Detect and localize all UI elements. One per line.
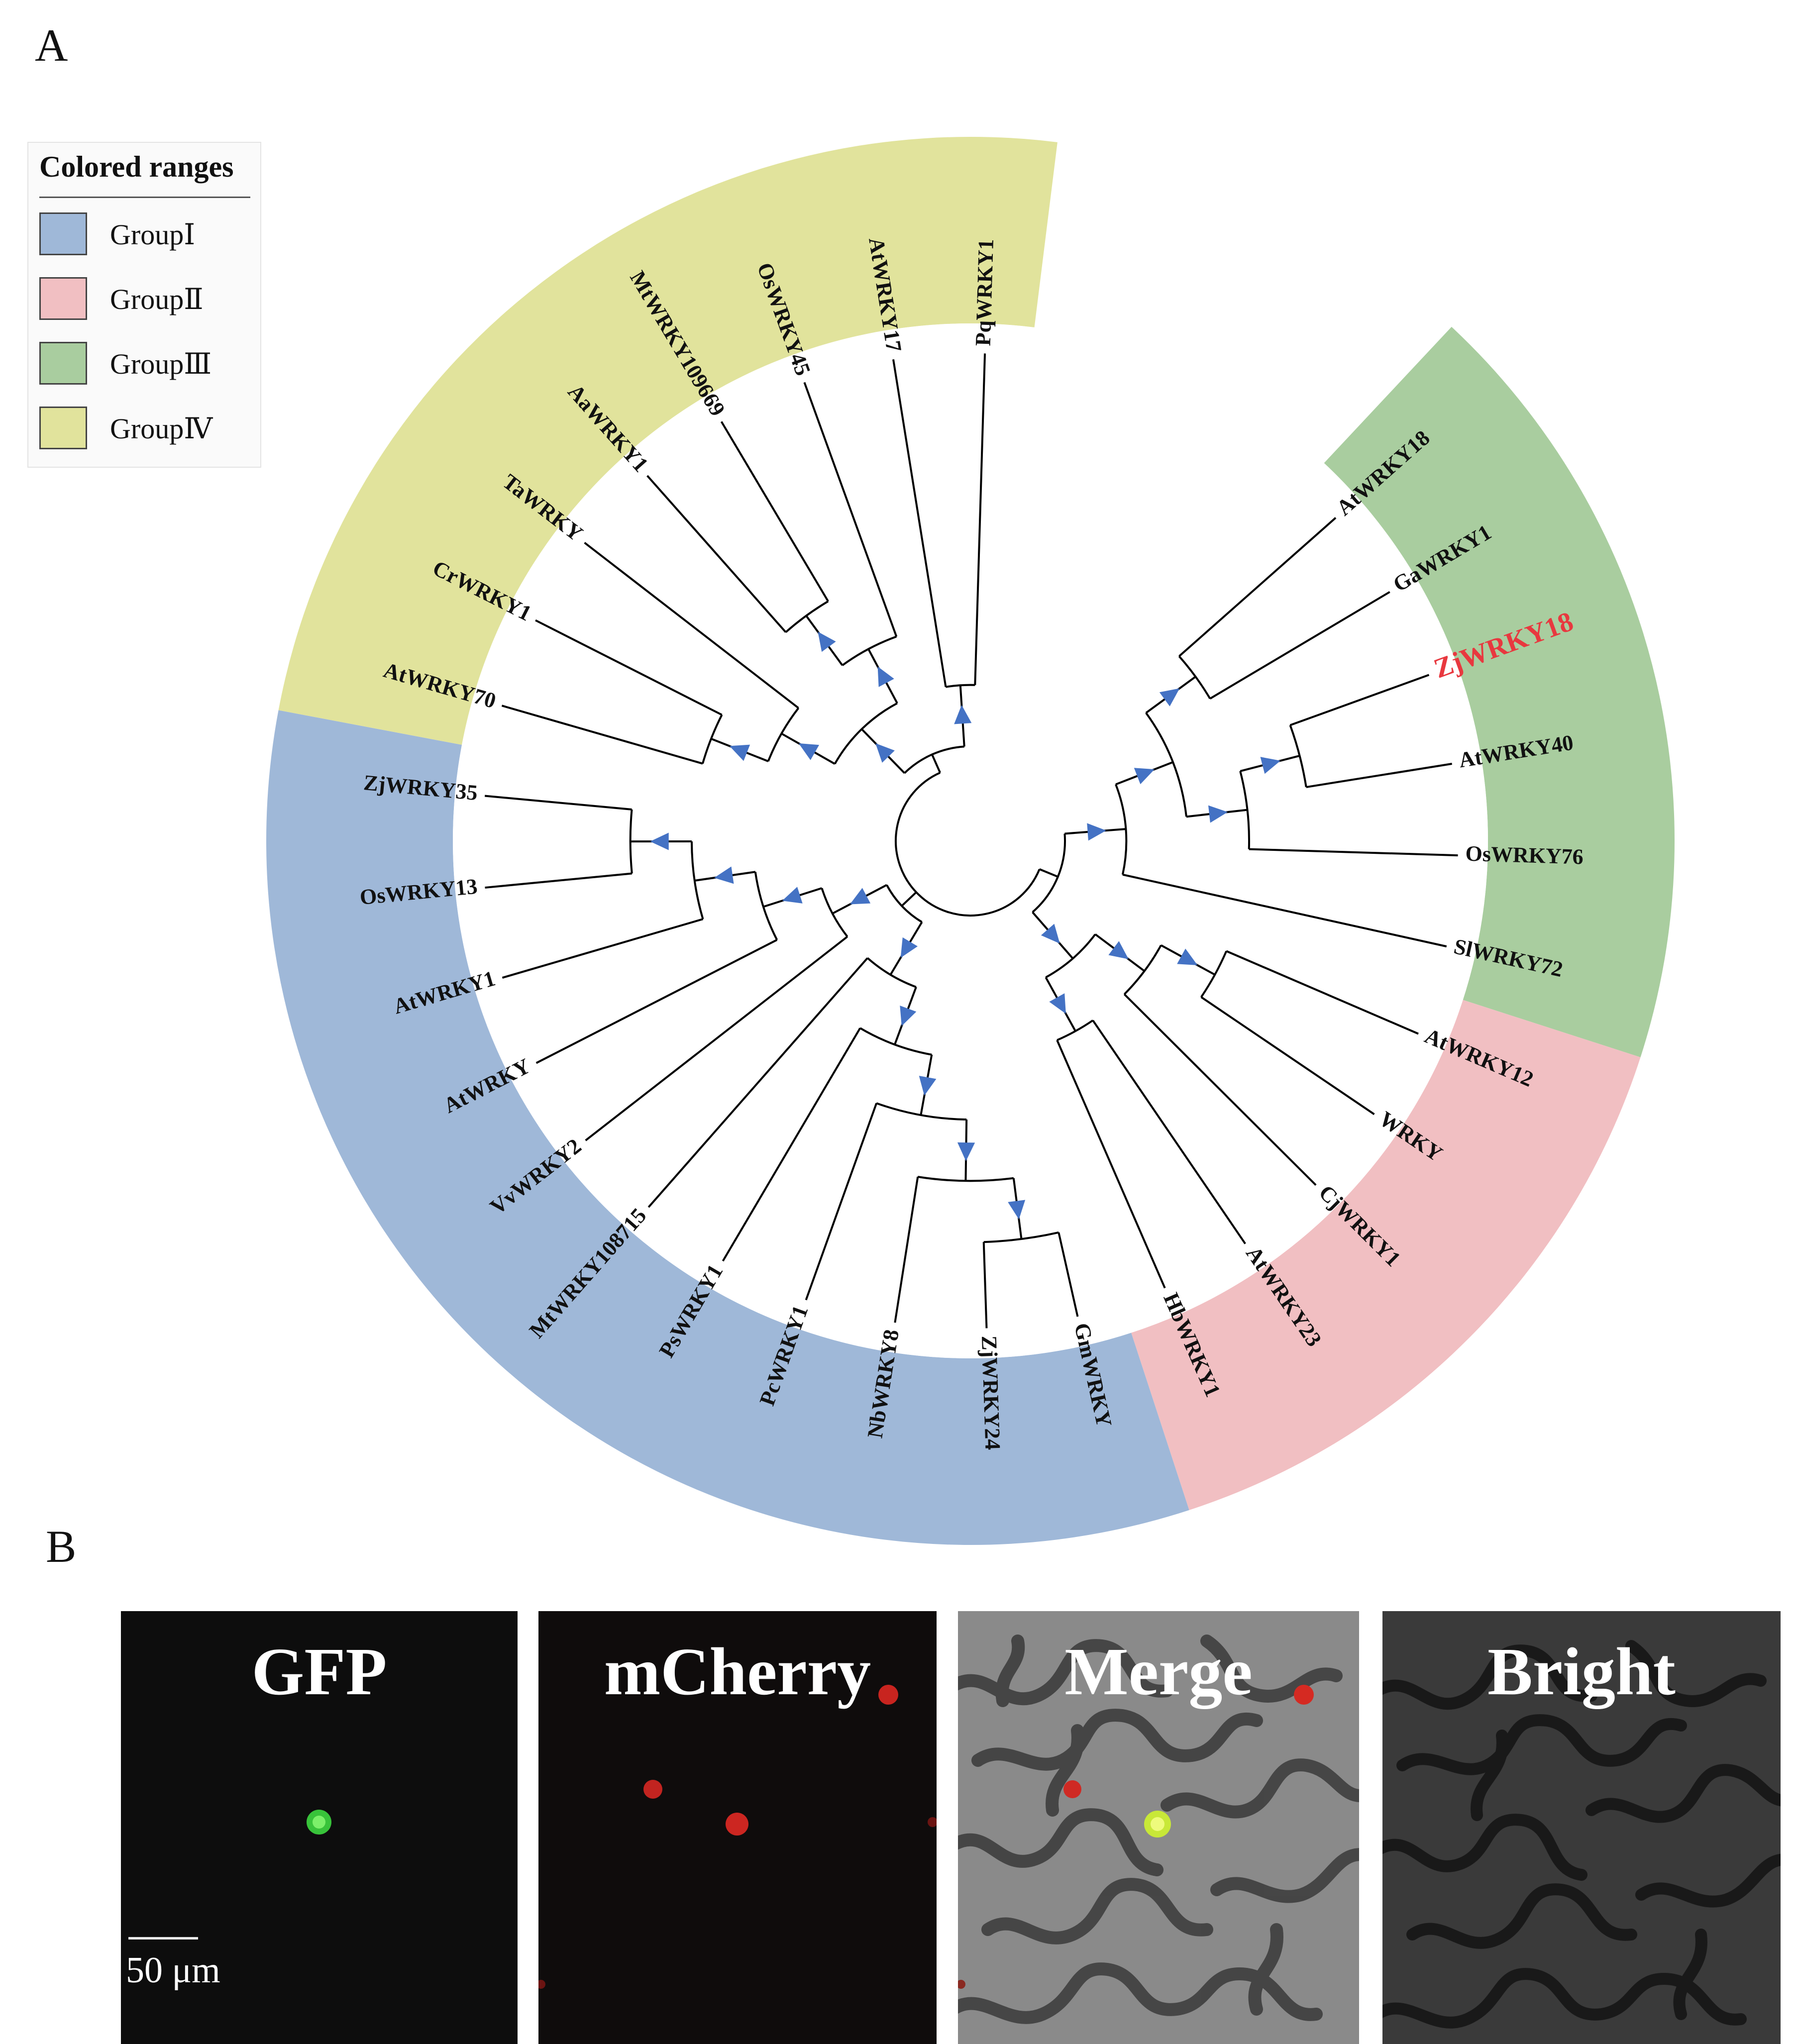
- scale-bar-label: 50 μm: [126, 1949, 220, 1992]
- legend-label: GroupⅣ: [110, 411, 212, 445]
- legend-label: GroupⅢ: [110, 347, 212, 381]
- micrograph-merge: Merge: [958, 1611, 1359, 2044]
- legend: Colored ranges GroupⅠ GroupⅡ GroupⅢ Grou…: [27, 142, 261, 468]
- legend-title: Colored ranges: [39, 150, 234, 184]
- legend-label: GroupⅡ: [110, 282, 204, 316]
- micrograph-title: Bright: [1382, 1633, 1781, 1711]
- scale-bar: [128, 1937, 198, 1940]
- legend-swatch: [39, 212, 87, 255]
- leaf-label: OsWRKY76: [1465, 841, 1584, 869]
- group-color-ring: [266, 137, 1675, 1545]
- panel-label-b: B: [46, 1520, 76, 1573]
- legend-swatch: [39, 277, 87, 320]
- leaf-label: PqWRKY1: [971, 239, 998, 346]
- phylogenetic-tree: AtWRKY18GaWRKY1ZjWRKY18AtWRKY40OsWRKY76S…: [0, 0, 1798, 1562]
- micrograph-title: GFP: [121, 1633, 518, 1711]
- legend-divider: [39, 197, 250, 198]
- legend-item-group-1: GroupⅠ: [39, 212, 253, 257]
- legend-swatch: [39, 407, 87, 449]
- legend-item-group-2: GroupⅡ: [39, 277, 253, 322]
- micrograph-title: mCherry: [538, 1633, 937, 1711]
- micrograph-title: Merge: [958, 1633, 1359, 1711]
- leaf-label: ZjWRKY24: [977, 1335, 1005, 1450]
- legend-swatch: [39, 342, 87, 385]
- micrograph-mcherry: mCherry: [538, 1611, 937, 2044]
- legend-item-group-4: GroupⅣ: [39, 407, 253, 451]
- legend-label: GroupⅠ: [110, 217, 195, 251]
- micrograph-gfp: GFP 50 μm: [121, 1611, 518, 2044]
- legend-item-group-3: GroupⅢ: [39, 342, 253, 387]
- micrograph-bright: Bright: [1382, 1611, 1781, 2044]
